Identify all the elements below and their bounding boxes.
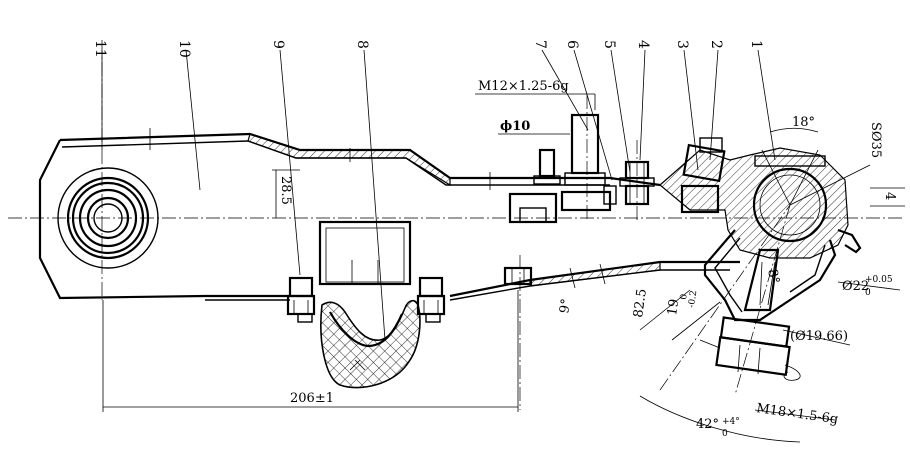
part-label-5: 5 [601,40,617,49]
dim-4-label: 4 [882,192,897,200]
dim-19-tol-up: 0 [679,293,690,300]
sphere-label: SØ35 [868,122,883,158]
height-28-5-label: 28.5 [278,176,293,205]
part-label-group: 11 10 9 8 7 6 5 4 3 2 1 [92,40,764,58]
angle-9-label: 9° [557,298,574,315]
part-label-6: 6 [564,40,580,49]
length-206-label: 206±1 [290,391,334,406]
ball-joint-assembly [659,127,871,396]
part-label-2: 2 [708,40,724,49]
part-label-10: 10 [176,40,192,58]
part-label-8: 8 [354,40,370,49]
bolt-left [286,276,316,323]
part-label-9: 9 [270,40,286,49]
part-label-11: 11 [92,40,108,58]
dia-22-tol: +0.05 [865,275,893,285]
stud-group [508,95,655,224]
control-arm-body [38,128,740,301]
thread-top-label: M12×1.25-6g [478,79,569,94]
dim-19-tol-low: -0.2 [687,290,699,309]
bushing-eye [57,40,159,300]
part-label-4: 4 [635,40,651,49]
angle-8-label: 8° [764,268,782,286]
dimension-lines [102,93,905,443]
angle-18-label: 18° [792,115,815,130]
angle-42-tol-low: 0 [722,429,728,439]
dia-19-66-label: (Ø19.66) [790,329,848,344]
dia-10-label: ϕ10 [500,119,530,134]
part-label-7: 7 [532,40,548,49]
part-label-1: 1 [748,40,764,49]
center-bracket [318,220,412,286]
bolt-right [416,276,446,323]
dim-19-label: 19 [665,298,682,316]
thread-bottom-label: M18×1.5-6g [755,401,839,427]
part-label-3: 3 [674,40,690,49]
dia-22-tol-low: 0 [865,288,871,298]
angle-42-tol-up: +4° [722,417,740,427]
leader-lines [101,49,776,341]
rubber-bump-pad [320,299,421,389]
dia-22-label: Ø22 [842,279,869,294]
bolt-small [503,255,533,410]
angle-42-label: 42° [696,417,719,432]
dim-82-5-label: 82.5 [631,288,650,319]
